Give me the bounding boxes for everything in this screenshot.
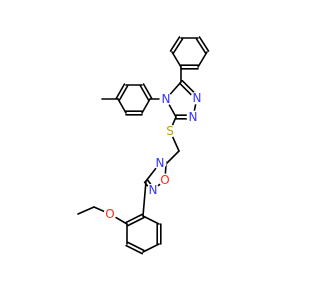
bond-line bbox=[141, 98, 151, 114]
atom-symbol: S bbox=[166, 124, 174, 138]
atom-symbol: O bbox=[160, 173, 169, 187]
bond-line bbox=[172, 38, 184, 54]
bond-line bbox=[195, 38, 207, 54]
bond-line bbox=[181, 79, 195, 94]
oxadiazole-n4-atom: N bbox=[153, 156, 167, 170]
bond-line bbox=[178, 82, 193, 96]
bond-line bbox=[198, 36, 210, 52]
bond-line bbox=[115, 83, 126, 99]
triazole-n4-atom: N bbox=[159, 92, 173, 106]
bond-line bbox=[125, 244, 143, 255]
sulfur-atom: S bbox=[163, 124, 177, 138]
bond-line bbox=[142, 180, 147, 217]
triazole-n1-atom: N bbox=[190, 91, 204, 105]
bond-line bbox=[146, 179, 152, 185]
bond-line bbox=[139, 85, 150, 101]
bond-line bbox=[127, 216, 145, 227]
bond-line bbox=[142, 83, 153, 99]
bond-line bbox=[93, 206, 106, 213]
bond-line bbox=[197, 51, 208, 68]
bond-line bbox=[171, 135, 180, 152]
atom-label-background bbox=[159, 92, 173, 106]
bond-line bbox=[125, 213, 143, 224]
atom-label-background bbox=[190, 91, 204, 105]
bond-line bbox=[169, 81, 182, 96]
atom-label-background bbox=[158, 173, 172, 187]
bond-line bbox=[77, 206, 95, 215]
bond-layer bbox=[77, 36, 210, 255]
atom-label-background bbox=[186, 110, 200, 124]
bond-line bbox=[127, 241, 145, 252]
atom-symbol: N bbox=[162, 92, 171, 106]
atom-symbol: N bbox=[189, 110, 198, 124]
bond-line bbox=[171, 116, 177, 127]
bond-line bbox=[117, 98, 127, 114]
bond-line bbox=[118, 85, 129, 101]
atom-label-background bbox=[103, 207, 117, 221]
bond-line bbox=[171, 51, 182, 68]
bond-line bbox=[142, 215, 160, 225]
bond-line bbox=[168, 103, 177, 118]
bond-line bbox=[145, 166, 158, 182]
bond-line bbox=[165, 150, 180, 165]
oxadiazole-oxygen-atom: O bbox=[158, 173, 172, 187]
atom-label-background bbox=[146, 183, 160, 197]
bond-line bbox=[193, 103, 197, 112]
triazole-n2-atom: N bbox=[186, 110, 200, 124]
bond-line bbox=[114, 216, 128, 225]
atom-label-background bbox=[163, 124, 177, 138]
bond-line bbox=[169, 36, 181, 52]
atom-symbol: N bbox=[149, 183, 158, 197]
oxadiazole-n2-atom: N bbox=[146, 183, 160, 197]
atom-symbol: O bbox=[105, 207, 114, 221]
bond-line bbox=[142, 243, 160, 253]
atom-symbol: N bbox=[156, 156, 165, 170]
atom-symbol: N bbox=[193, 91, 202, 105]
bond-line bbox=[156, 183, 162, 187]
atom-label-background bbox=[153, 156, 167, 170]
ethoxy-oxygen-atom: O bbox=[103, 207, 117, 221]
